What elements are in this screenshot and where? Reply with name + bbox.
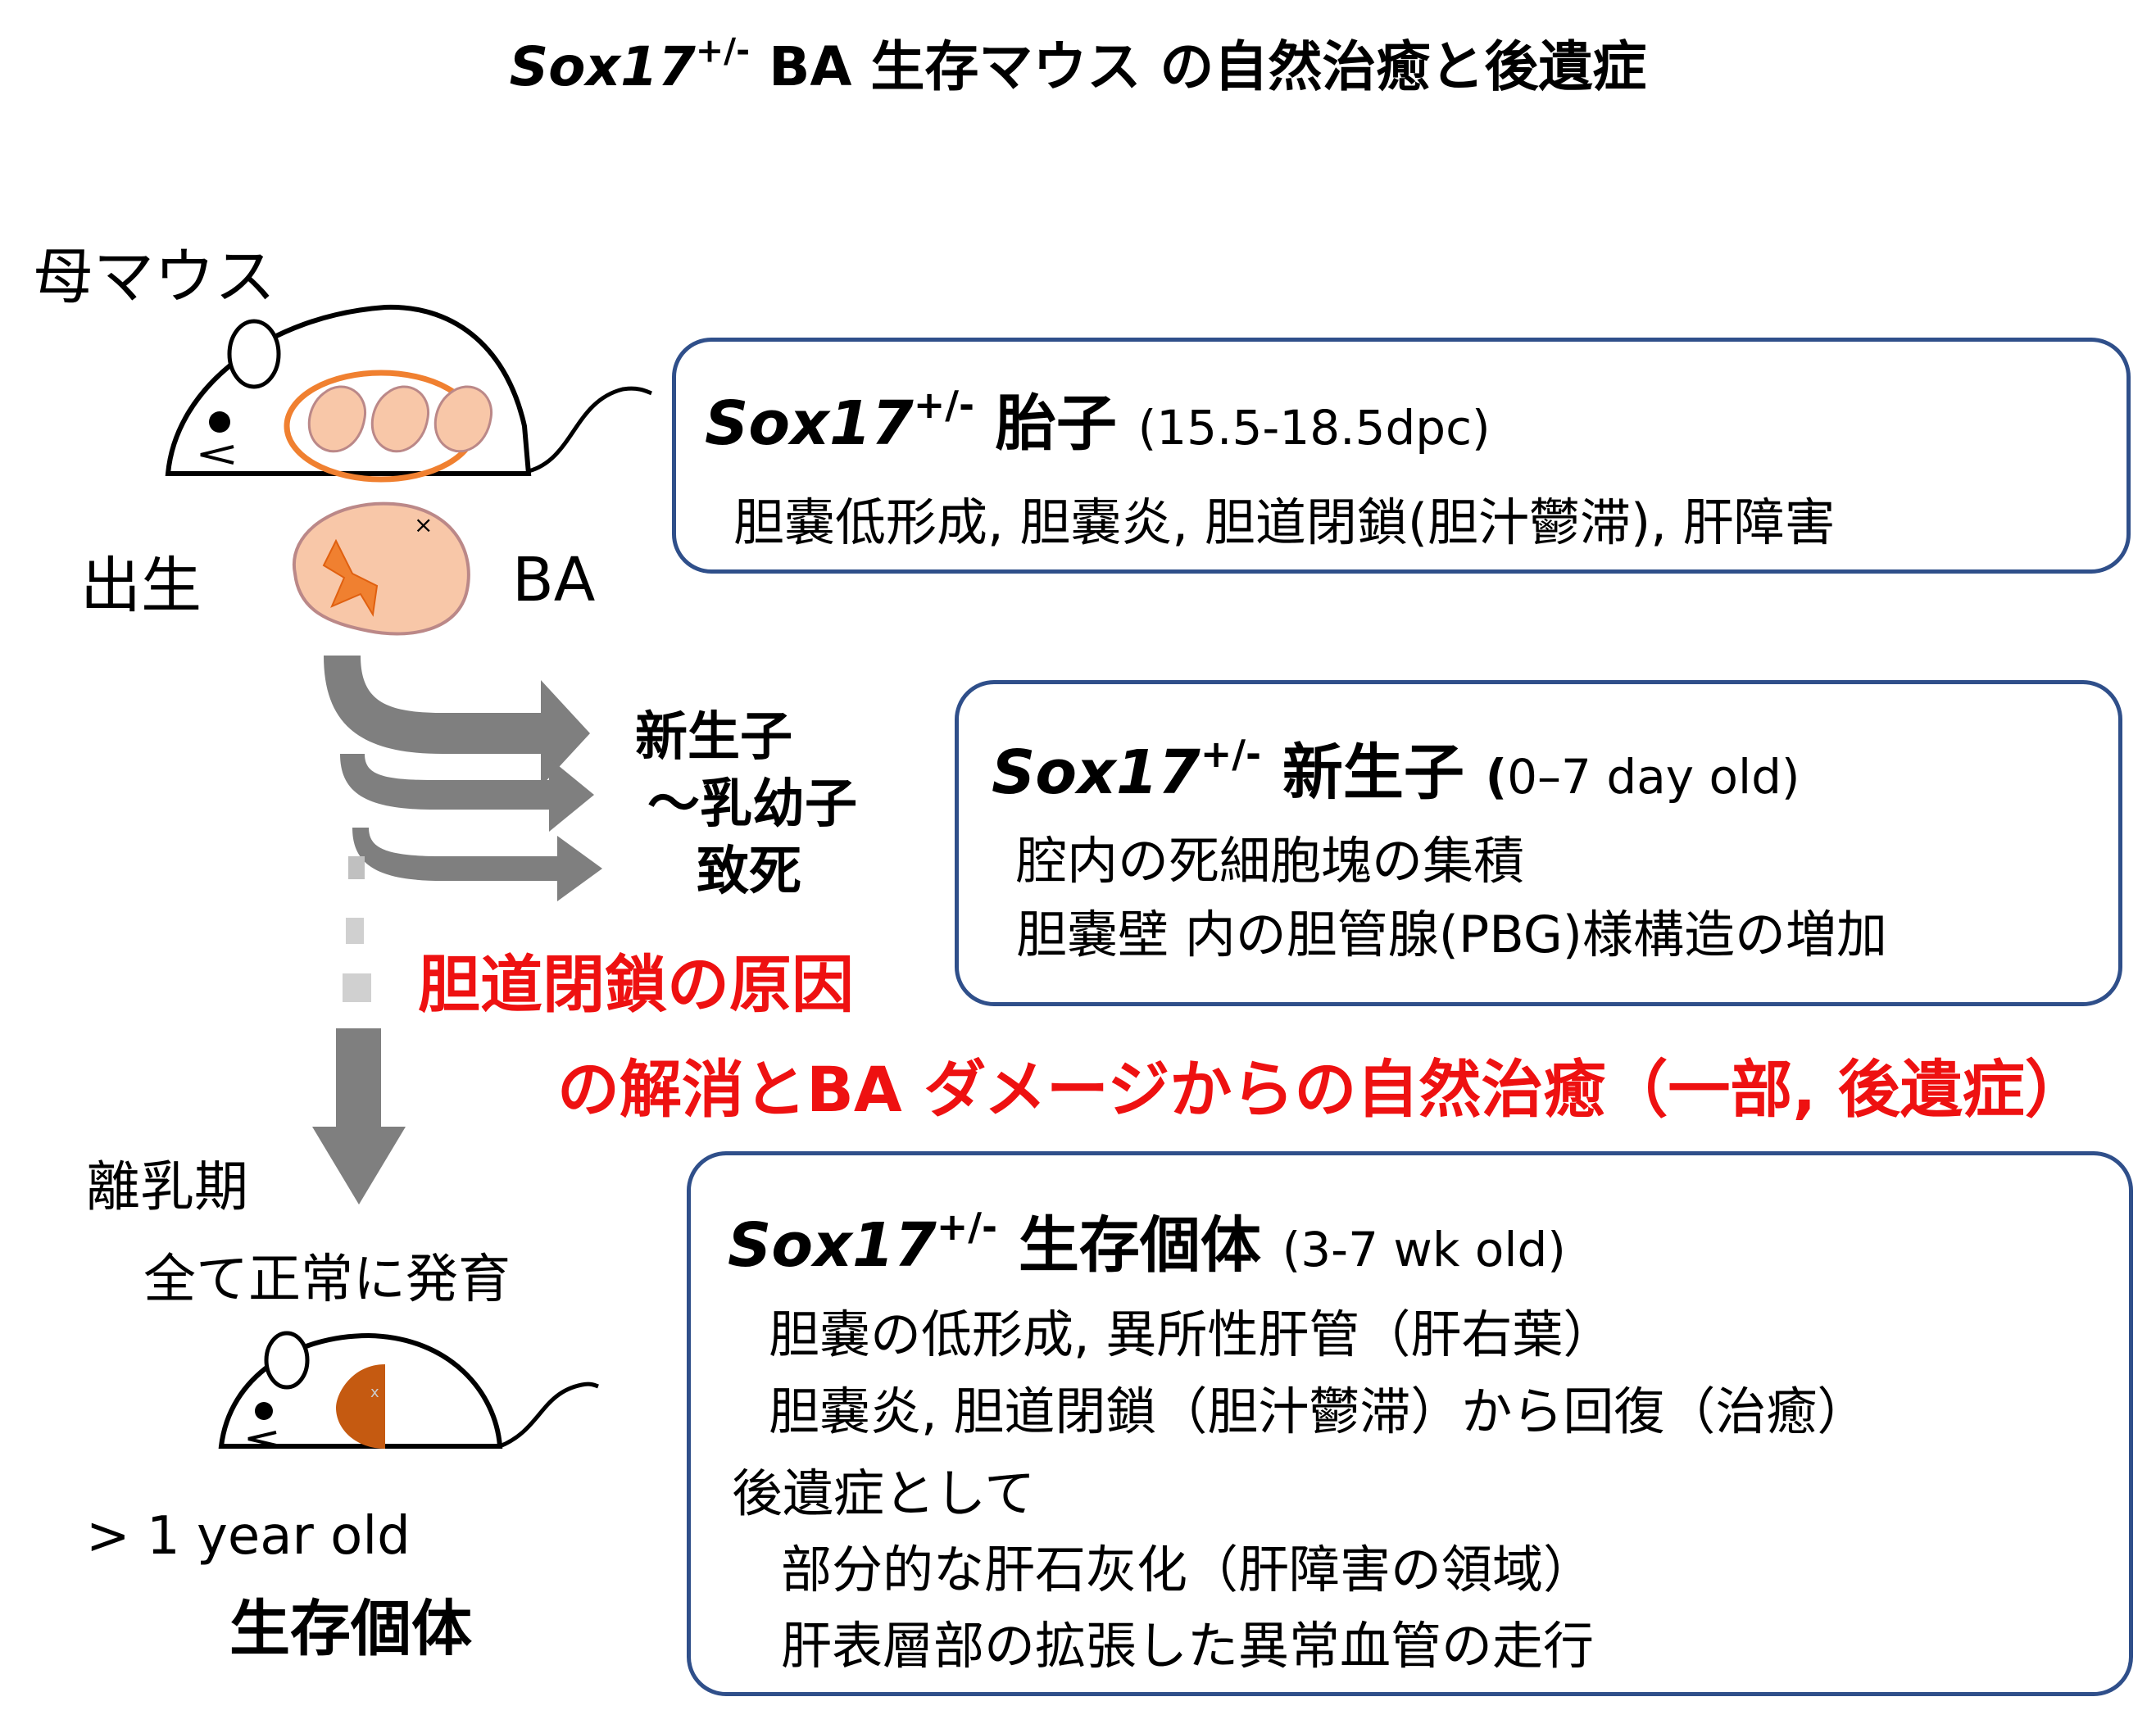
newborn-genotype: +/- [1200, 731, 1262, 776]
survivor-line1: 胆嚢の低形成, 異所性肝管（肝右葉） [769, 1304, 1614, 1364]
age-label: > 1 year old [86, 1506, 411, 1567]
survivor-line2: 胆嚢炎, 胆道閉鎖（胆汁鬱滞）から回復（治癒） [769, 1382, 1868, 1441]
newborn-range-open: ( [1485, 749, 1508, 805]
red-text-line2: の解消とBA ダメージからの自然治癒（一部, 後遺症） [557, 1053, 2087, 1126]
newborn-gene: Sox17 [992, 737, 1201, 808]
svg-text:x: x [370, 1384, 379, 1401]
newborn-stage: 新生子 [1282, 737, 1464, 808]
fetus-box: Sox17+/- 胎子 (15.5-18.5dpc) 胆嚢低形成, 胆嚢炎, 胆… [672, 338, 2131, 574]
lethal-line1: 新生子 [635, 707, 792, 768]
fetus-genotype: +/- [913, 382, 975, 427]
survivor-box: Sox17+/- 生存個体 (3-7 wk old) 胆嚢の低形成, 異所性肝管… [687, 1151, 2133, 1696]
survivor-line3: 後遺症として [732, 1463, 1036, 1523]
survivor-box-title: Sox17+/- 生存個体 (3-7 wk old) [728, 1196, 1566, 1284]
red-text-line1: 胆道閉鎖の原因 [418, 948, 854, 1021]
survivor-stage: 生存個体 [1018, 1210, 1261, 1281]
survivor-gene: Sox17 [728, 1210, 937, 1281]
ba-label: BA [512, 545, 596, 615]
title-rest: BA 生存マウス の自然治癒と後遺症 [769, 35, 1647, 98]
mother-mouse-icon [165, 304, 652, 483]
fetus-range: (15.5-18.5dpc) [1137, 400, 1491, 456]
gray-arrow-icon [312, 656, 602, 1205]
mother-mouse-label: 母マウス [33, 242, 275, 312]
svg-text:×: × [414, 511, 433, 538]
fetus-stage: 胎子 [995, 388, 1117, 459]
survivor-line4: 部分的な肝石灰化（肝障害の領域） [781, 1540, 1595, 1599]
fetus-ba-icon: × [292, 501, 470, 636]
newborn-range: 0–7 day old) [1507, 749, 1800, 805]
survivor-mouse-icon: x [218, 1331, 599, 1449]
newborn-line2: 胆嚢壁 内の胆管腺(PBG)様構造の増加 [1016, 905, 1887, 964]
survivor-line5: 肝表層部の拡張した異常血管の走行 [781, 1616, 1595, 1676]
normal-growth-label: 全て正常に発育 [143, 1250, 511, 1310]
weaning-label: 離乳期 [86, 1155, 248, 1218]
newborn-line1: 腔内の死細胞塊の集積 [1016, 831, 1525, 891]
embryo-icon [307, 385, 492, 453]
birth-label: 出生 [80, 551, 202, 621]
title-gene: Sox17 [509, 35, 696, 98]
page-title: Sox17+/- BA 生存マウス の自然治癒と後遺症 [0, 23, 2156, 102]
title-genotype: +/- [695, 30, 751, 70]
lethal-line2: 〜乳幼子 [647, 774, 857, 835]
survivor-genotype: +/- [936, 1204, 998, 1249]
survivor-range: (3-7 wk old) [1282, 1222, 1566, 1277]
fetus-line1: 胆嚢低形成, 胆嚢炎, 胆道閉鎖(胆汁鬱滞), 肝障害 [733, 492, 1836, 552]
lethal-line3: 致死 [697, 842, 801, 902]
newborn-box: Sox17+/- 新生子 (0–7 day old) 腔内の死細胞塊の集積 胆嚢… [955, 680, 2122, 1006]
fetus-gene: Sox17 [705, 388, 914, 459]
fetus-box-title: Sox17+/- 胎子 (15.5-18.5dpc) [705, 374, 1491, 462]
survivor-label: 生存個体 [229, 1594, 472, 1664]
newborn-box-title: Sox17+/- 新生子 (0–7 day old) [992, 724, 1800, 811]
